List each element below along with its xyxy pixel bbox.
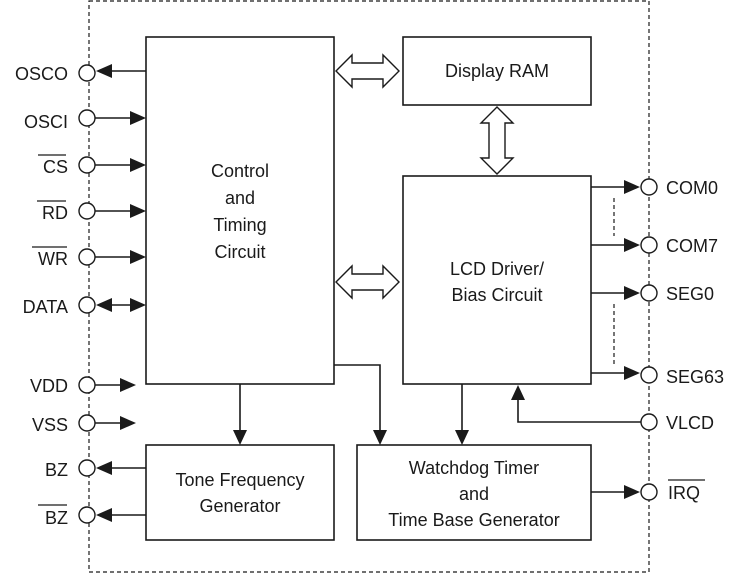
pin-data-label: DATA xyxy=(23,297,68,317)
pin-rd: RD xyxy=(37,200,146,223)
arrow-data-out xyxy=(96,298,112,312)
pin-osci-terminal xyxy=(78,109,96,127)
pin-com7: COM7 xyxy=(591,236,718,256)
arrow-vdd xyxy=(120,378,136,392)
pin-vlcd-terminal xyxy=(640,413,658,431)
arrow-seg0 xyxy=(624,286,640,300)
arrow-bz-bar xyxy=(96,508,112,522)
lcd-driver-block: LCD Driver/ Bias Circuit xyxy=(402,175,592,385)
tone-label-1: Tone Frequency xyxy=(175,470,304,490)
arrow-cs xyxy=(130,158,146,172)
watchdog-label-3: Time Base Generator xyxy=(388,510,559,530)
arrow-irq xyxy=(624,485,640,499)
arrow-com0 xyxy=(624,180,640,194)
pin-com0-terminal xyxy=(640,178,658,196)
pin-vss: VSS xyxy=(32,414,136,435)
pin-cs-terminal xyxy=(78,156,96,174)
pin-osco: OSCO xyxy=(15,64,146,84)
pin-bz-label: BZ xyxy=(45,460,68,480)
arrow-rd xyxy=(130,204,146,218)
pin-osci-label: OSCI xyxy=(24,112,68,132)
pin-vdd: VDD xyxy=(30,376,136,396)
pin-vlcd: VLCD xyxy=(511,385,714,433)
control-label-4: Circuit xyxy=(214,242,265,262)
watchdog-label-2: and xyxy=(459,484,489,504)
pin-bz-bar-label: BZ xyxy=(45,508,68,528)
display-ram-label: Display RAM xyxy=(445,61,549,81)
pin-bz-terminal xyxy=(78,459,96,477)
arrow-vlcd xyxy=(511,385,525,400)
bus-arrow-control-ram xyxy=(335,53,400,89)
pin-seg0: SEG0 xyxy=(591,284,714,304)
arrow-com7 xyxy=(624,238,640,252)
pin-com7-terminal xyxy=(640,236,658,254)
link-control-watchdog xyxy=(334,364,387,445)
chip-boundary xyxy=(88,0,650,573)
pin-irq-terminal xyxy=(640,483,658,501)
pin-osco-label: OSCO xyxy=(15,64,68,84)
pin-seg63-terminal xyxy=(640,366,658,384)
pin-vss-label: VSS xyxy=(32,415,68,435)
pin-osco-terminal xyxy=(78,64,96,82)
lcd-driver-label-1: LCD Driver/ xyxy=(450,259,544,279)
bus-arrow-control-lcd xyxy=(335,264,400,300)
display-ram-block: Display RAM xyxy=(402,36,592,106)
watchdog-block: Watchdog Timer and Time Base Generator xyxy=(356,444,592,541)
arrow-bz xyxy=(96,461,112,475)
pin-vdd-terminal xyxy=(78,376,96,394)
pin-data: DATA xyxy=(23,296,146,317)
pin-cs-label: CS xyxy=(43,157,68,177)
arrow-seg63 xyxy=(624,366,640,380)
pin-com0: COM0 xyxy=(591,178,718,198)
pin-irq-label: IRQ xyxy=(668,483,700,503)
pin-irq: IRQ xyxy=(591,479,705,503)
pin-seg63-label: SEG63 xyxy=(666,367,724,387)
pin-com0-label: COM0 xyxy=(666,178,718,198)
control-timing-block: Control and Timing Circuit xyxy=(145,36,335,385)
arrow-vss xyxy=(120,416,136,430)
link-lcd-watchdog xyxy=(455,384,469,445)
control-label-3: Timing xyxy=(213,215,266,235)
pin-com7-label: COM7 xyxy=(666,236,718,256)
link-control-tone xyxy=(233,384,247,445)
pin-seg0-label: SEG0 xyxy=(666,284,714,304)
control-label-1: Control xyxy=(211,161,269,181)
pin-rd-label: RD xyxy=(42,203,68,223)
bus-arrow-ram-lcd xyxy=(479,106,515,175)
arrow-osci xyxy=(130,111,146,125)
pin-wr: WR xyxy=(32,246,146,269)
pin-cs: CS xyxy=(38,154,146,177)
pin-bz-bar: BZ xyxy=(38,504,146,528)
tone-label-2: Generator xyxy=(199,496,280,516)
pin-bz-bar-terminal xyxy=(78,506,96,524)
pin-vdd-label: VDD xyxy=(30,376,68,396)
pin-wr-terminal xyxy=(78,248,96,266)
pin-vlcd-label: VLCD xyxy=(666,413,714,433)
pin-bz: BZ xyxy=(45,459,146,480)
pin-seg63: SEG63 xyxy=(591,366,724,387)
pin-rd-terminal xyxy=(78,202,96,220)
pin-osci: OSCI xyxy=(24,109,146,132)
control-label-2: and xyxy=(225,188,255,208)
arrow-wr xyxy=(130,250,146,264)
arrow-osco xyxy=(96,64,112,78)
watchdog-label-1: Watchdog Timer xyxy=(409,458,539,478)
lcd-driver-label-2: Bias Circuit xyxy=(451,285,542,305)
pin-data-terminal xyxy=(78,296,96,314)
pin-seg0-terminal xyxy=(640,284,658,302)
arrow-data-in xyxy=(130,298,146,312)
tone-generator-block: Tone Frequency Generator xyxy=(145,444,335,541)
pin-wr-label: WR xyxy=(38,249,68,269)
pin-vss-terminal xyxy=(78,414,96,432)
